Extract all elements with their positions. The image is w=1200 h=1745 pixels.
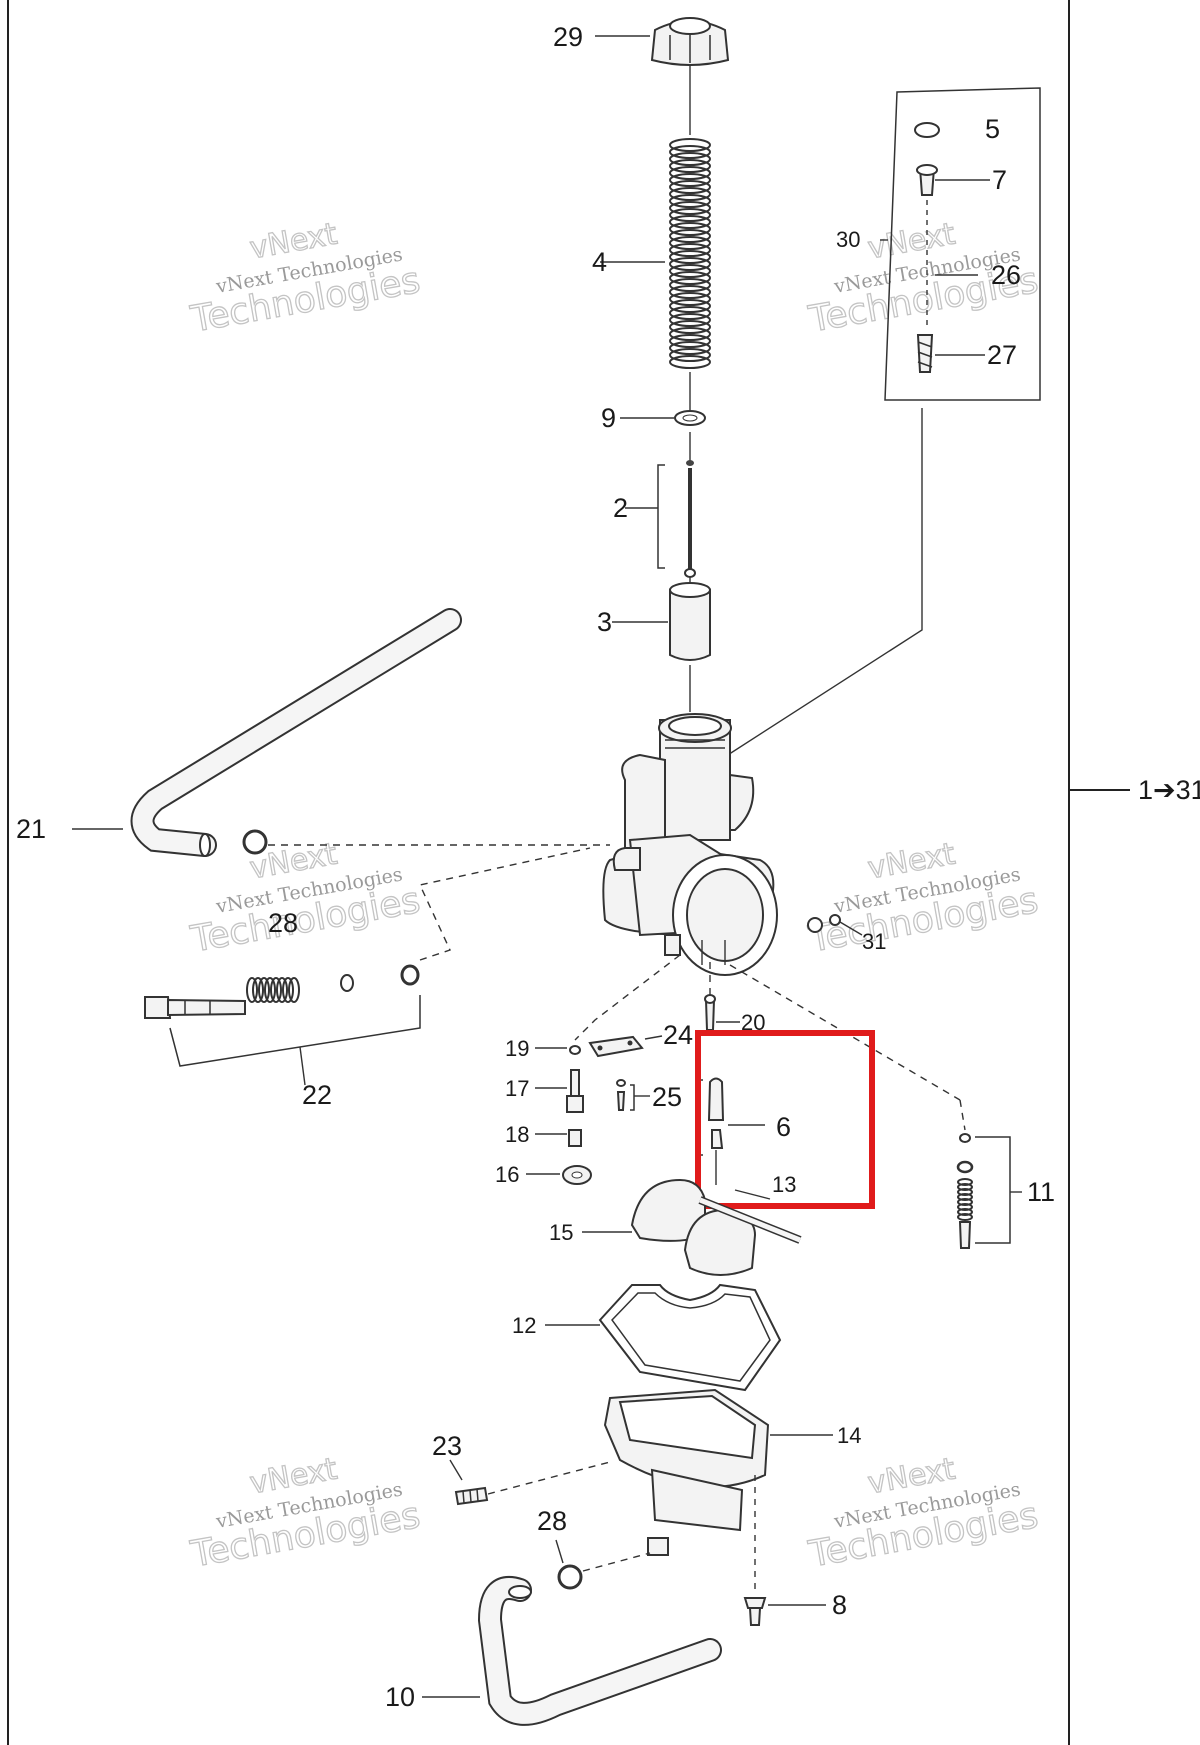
gasket-part-12 xyxy=(598,1283,782,1392)
cap-part-29 xyxy=(650,17,730,66)
label-4: 4 xyxy=(592,247,607,277)
inset-box-parts-5-7-26-27 xyxy=(880,87,1041,401)
part-19 xyxy=(569,1045,581,1055)
watermark-top-left: vNext vNext Technologies Technologies xyxy=(187,216,424,341)
label-21: 21 xyxy=(16,814,46,844)
label-11: 11 xyxy=(1027,1177,1055,1207)
label-25: 25 xyxy=(652,1082,682,1112)
label-8: 8 xyxy=(832,1590,847,1620)
label-10: 10 xyxy=(385,1682,415,1712)
label-24: 24 xyxy=(663,1020,693,1050)
jet-part-18 xyxy=(568,1129,582,1147)
body-leader-lines xyxy=(574,954,961,1101)
label-19: 19 xyxy=(505,1036,529,1061)
screw-set-part-11 xyxy=(956,1099,1011,1249)
frame xyxy=(7,0,1130,1745)
label-15: 15 xyxy=(549,1220,573,1245)
watermark-bottom-left: vNext vNext Technologies Technologies xyxy=(187,1451,424,1576)
label-2: 2 xyxy=(613,493,628,523)
label-31: 31 xyxy=(862,929,886,954)
washer-part-16 xyxy=(562,1165,592,1185)
label-29: 29 xyxy=(553,22,583,52)
carburetor-body xyxy=(602,713,778,976)
label-27: 27 xyxy=(987,340,1017,370)
screw-part-31 xyxy=(807,914,863,936)
label-28-lower: 28 xyxy=(537,1506,567,1536)
hose-part-10 xyxy=(477,1576,722,1726)
label-23: 23 xyxy=(432,1431,462,1461)
hose-part-21 xyxy=(130,608,462,857)
label-18: 18 xyxy=(505,1122,529,1147)
part-20 xyxy=(704,994,716,1031)
label-9: 9 xyxy=(601,403,616,433)
label-30: 30 xyxy=(836,227,860,252)
label-22: 22 xyxy=(302,1080,332,1110)
label-26: 26 xyxy=(991,260,1021,290)
watermark-bottom-right: vNext vNext Technologies Technologies xyxy=(805,1451,1042,1576)
spring-part-4 xyxy=(669,138,711,369)
label-17: 17 xyxy=(505,1076,529,1101)
clip-part-28-lower xyxy=(557,1564,583,1590)
label-6: 6 xyxy=(776,1112,791,1142)
jet-part-17 xyxy=(566,1069,584,1113)
label-3: 3 xyxy=(597,607,612,637)
clip-part-28-upper xyxy=(242,829,268,855)
screw-part-8 xyxy=(743,1597,826,1626)
label-12: 12 xyxy=(512,1313,536,1338)
needle-valve-part-6 xyxy=(697,1077,725,1185)
slide-part-3 xyxy=(669,582,711,661)
label-13: 13 xyxy=(772,1172,796,1197)
label-16: 16 xyxy=(495,1162,519,1187)
highlight-box xyxy=(695,1030,875,1209)
clip-part-9 xyxy=(674,410,706,426)
plate-part-24 xyxy=(588,1035,644,1058)
label-7: 7 xyxy=(992,165,1007,195)
watermark-mid-right: vNext vNext Technologies Technologies xyxy=(805,836,1042,961)
frame-range-label: 1➔31 xyxy=(1138,775,1200,805)
float-part-15 xyxy=(630,1178,802,1276)
screw-part-25 xyxy=(616,1079,635,1111)
label-14: 14 xyxy=(837,1423,861,1448)
needle-part-2 xyxy=(657,460,696,578)
float-bowl-part-14 xyxy=(603,1388,770,1595)
label-28-upper: 28 xyxy=(268,908,298,938)
label-5: 5 xyxy=(985,114,1000,144)
screw-part-23 xyxy=(454,1486,489,1506)
